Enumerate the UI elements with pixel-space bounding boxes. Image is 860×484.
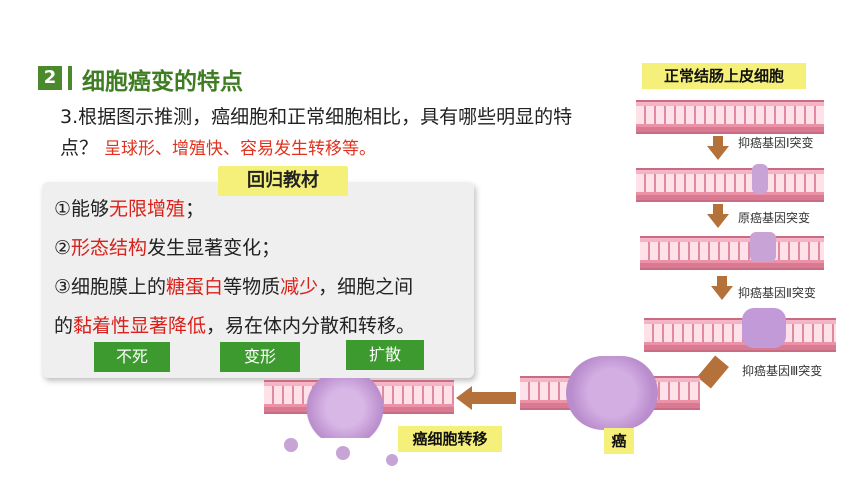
textbook-tag: 回归教材 <box>218 166 348 196</box>
p3-a: ③细胞膜上的 <box>54 276 167 298</box>
polyp-cells <box>742 308 786 348</box>
arrow-left-stem <box>470 392 516 404</box>
tissue-stage-1 <box>636 168 824 202</box>
p3-highlight-1: 糖蛋白 <box>166 276 224 298</box>
p3-c: 等物质 <box>223 276 281 298</box>
point-2: ②形态结构发生显著变化； <box>54 233 280 260</box>
p4-highlight: 黏着性显著降低 <box>73 315 207 337</box>
arrow-down-1 <box>707 146 729 160</box>
spread-button[interactable]: 扩散 <box>346 340 424 370</box>
p3-highlight-2: 减少 <box>280 276 319 298</box>
arrow-stem-2 <box>713 204 723 214</box>
spreading-cells <box>300 378 390 438</box>
point-4: 的黏着性显著降低，易在体内分散和转移。 <box>54 311 415 338</box>
free-cell-2 <box>336 446 350 460</box>
point-1: ①能够无限增殖； <box>54 194 204 221</box>
tumor-mass <box>566 356 658 430</box>
mutated-cell-1 <box>752 164 768 194</box>
point-3: ③细胞膜上的糖蛋白等物质减少，细胞之间 <box>54 272 413 299</box>
section-divider <box>68 66 72 90</box>
section-number: 2 <box>38 66 62 90</box>
p2-highlight: 形态结构 <box>71 237 148 259</box>
p2-a: ② <box>54 237 72 259</box>
mutated-cells-2 <box>750 232 776 262</box>
p4-c: ，易在体内分散和转移。 <box>206 315 416 337</box>
cancer-label: 癌 <box>604 428 634 454</box>
mutation-1-label: 抑癌基因Ⅰ突变 <box>738 136 814 150</box>
mutation-4-label: 抑癌基因Ⅲ突变 <box>742 364 823 378</box>
metastasis-label: 癌细胞转移 <box>398 426 502 452</box>
answer-text: 呈球形、增殖快、容易发生转移等。 <box>104 139 377 159</box>
tissue-stage-2 <box>640 236 824 270</box>
p1-a: ①能够 <box>54 198 110 220</box>
p4-a: 的 <box>54 315 74 337</box>
mutation-3-label: 抑癌基因Ⅱ突变 <box>738 286 816 300</box>
p3-e: ，细胞之间 <box>318 276 414 298</box>
free-cell-3 <box>386 454 398 466</box>
normal-cells-label: 正常结肠上皮细胞 <box>642 63 806 89</box>
free-cell-1 <box>284 438 298 452</box>
p2-c: 发生显著变化； <box>147 237 281 259</box>
arrow-stem-1 <box>713 136 723 146</box>
arrow-down-3 <box>711 286 733 300</box>
p1-c: ； <box>185 198 205 220</box>
arrow-down-2 <box>707 214 729 228</box>
immortal-button[interactable]: 不死 <box>94 342 170 372</box>
normal-tissue <box>636 100 824 134</box>
deform-button[interactable]: 变形 <box>220 342 300 372</box>
question: 3.根据图示推测，癌细胞和正常细胞相比，具有哪些明显的特点？ 呈球形、增殖快、容… <box>60 102 600 165</box>
question-text: 3.根据图示推测，癌细胞和正常细胞相比，具有哪些明显的特点？ <box>60 106 573 159</box>
tissue-stage-3 <box>644 318 836 352</box>
p1-highlight: 无限增殖 <box>109 198 186 220</box>
arrow-diagonal <box>697 355 729 389</box>
arrow-left-icon <box>456 386 472 410</box>
section-title: 细胞癌变的特点 <box>82 69 243 95</box>
mutation-2-label: 原癌基因突变 <box>738 211 811 225</box>
arrow-stem-3 <box>717 276 727 286</box>
